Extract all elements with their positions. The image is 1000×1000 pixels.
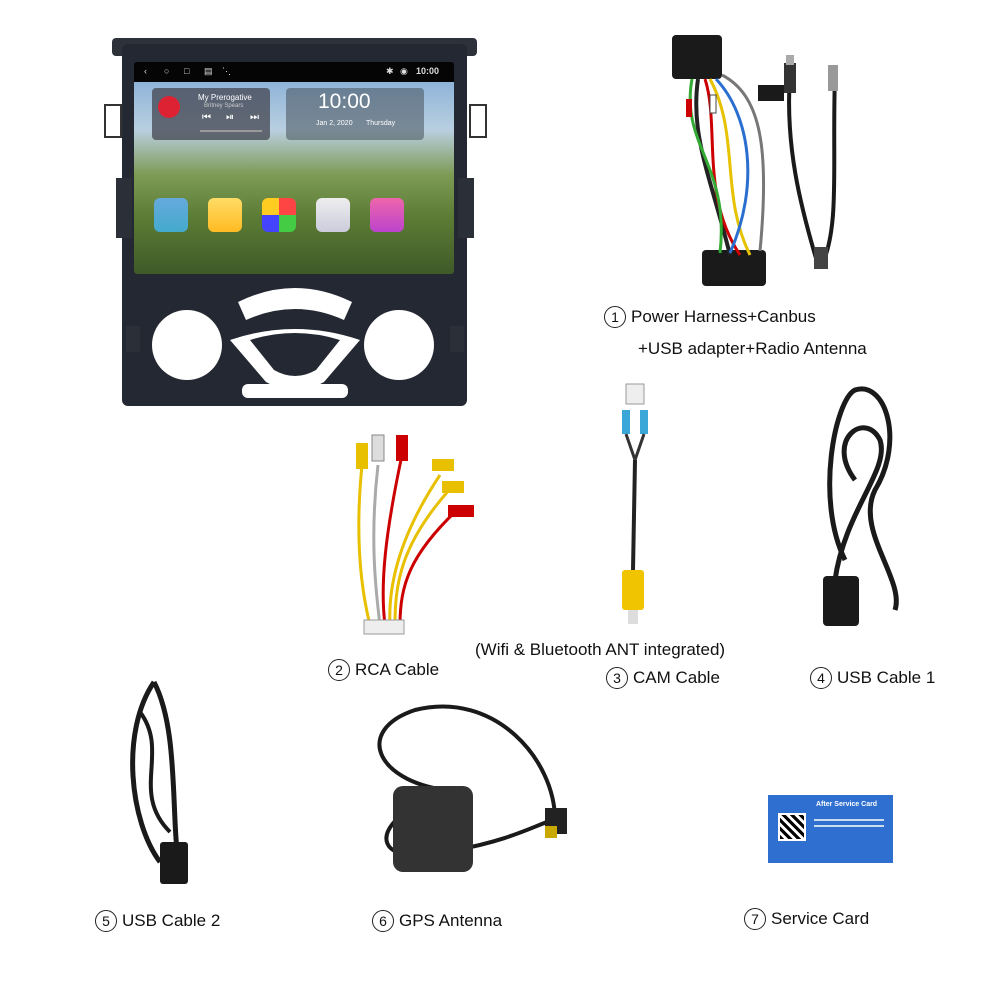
- apps-icon[interactable]: [262, 198, 296, 232]
- item-4-number: 4: [810, 667, 832, 689]
- progress-bar: [200, 130, 262, 132]
- clock-time: 10:00: [318, 90, 371, 113]
- recent-apps-icon: □: [184, 66, 190, 76]
- screen: ‹ ○ □ ▤ ⋱ ✱ ◉ 10:00 My Prerogative Britn…: [134, 62, 454, 274]
- usb-cable-1-image: [823, 386, 899, 626]
- item-5-title: USB Cable 2: [122, 911, 221, 930]
- item-5-number: 5: [95, 910, 117, 932]
- cam-cable-image: [622, 383, 648, 624]
- music-title: My Prerogative: [198, 93, 252, 102]
- album-icon: [158, 96, 180, 118]
- item-4-label: 4 USB Cable 1: [810, 667, 935, 689]
- item-3-number: 3: [606, 667, 628, 689]
- item-4-title: USB Cable 1: [837, 668, 936, 687]
- qr-code-icon: [778, 813, 806, 841]
- clock-date: Jan 2, 2020: [316, 120, 353, 127]
- head-unit-image: ‹ ○ □ ▤ ⋱ ✱ ◉ 10:00 My Prerogative Britn…: [104, 38, 487, 406]
- next-icon[interactable]: ⏭: [250, 112, 259, 123]
- screenshot-icon: ▤: [204, 66, 213, 76]
- music-icon[interactable]: [370, 198, 404, 232]
- status-bar: ‹ ○ □ ▤ ⋱ ✱ ◉ 10:00: [134, 62, 454, 82]
- item-6-label: 6 GPS Antenna: [372, 910, 502, 932]
- item-2-number: 2: [328, 659, 350, 681]
- usb-icon: ⋱: [222, 66, 231, 76]
- item-7-number: 7: [744, 908, 766, 930]
- music-widget[interactable]: My Prerogative Britney Spears ⏮ ⏯ ⏭: [152, 88, 270, 140]
- right-vent: [364, 310, 434, 380]
- clock-day: Thursday: [366, 120, 396, 127]
- back-icon: ‹: [144, 66, 147, 76]
- power-harness-image: [672, 35, 838, 286]
- item-2-title: RCA Cable: [355, 660, 440, 679]
- wallpaper: My Prerogative Britney Spears ⏮ ⏯ ⏭ 10:0…: [134, 82, 454, 274]
- item-7-label: 7 Service Card: [744, 908, 869, 930]
- settings-icon[interactable]: [208, 198, 242, 232]
- left-vent: [152, 310, 222, 380]
- prev-icon[interactable]: ⏮: [202, 112, 211, 123]
- item-1-title: Power Harness+Canbus: [631, 307, 816, 326]
- service-card-image: After Service Card: [768, 795, 893, 863]
- rca-cable-image: [356, 434, 474, 635]
- item-7-title: Service Card: [771, 909, 870, 928]
- wifi-icon: ◉: [400, 66, 408, 76]
- item-1-subtitle: +USB adapter+Radio Antenna: [638, 339, 867, 358]
- item-6-title: GPS Antenna: [399, 911, 503, 930]
- item-1-number: 1: [604, 306, 626, 328]
- status-time: 10:00: [416, 66, 440, 76]
- navigation-icon[interactable]: [154, 198, 188, 232]
- service-card-title: After Service Card: [816, 801, 878, 808]
- clock-widget: 10:00 Jan 2, 2020 Thursday: [286, 88, 424, 140]
- center-v-trim: [230, 288, 360, 398]
- item-1-label: 1 Power Harness+Canbus: [604, 306, 816, 328]
- item-5-label: 5 USB Cable 2: [95, 910, 220, 932]
- home-icon: ○: [164, 66, 170, 76]
- gps-antenna-image: [377, 704, 567, 872]
- bluetooth-icon[interactable]: [316, 198, 350, 232]
- bluetooth-status-icon: ✱: [386, 66, 394, 76]
- play-pause-icon[interactable]: ⏯: [226, 112, 234, 123]
- item-6-number: 6: [372, 910, 394, 932]
- item-3-label: 3 CAM Cable: [606, 667, 720, 689]
- music-artist: Britney Spears: [204, 103, 244, 109]
- usb-cable-2-image: [130, 680, 188, 884]
- item-3-title: CAM Cable: [633, 668, 720, 687]
- item-2-label: 2 RCA Cable: [328, 659, 439, 681]
- item-3-note: (Wifi & Bluetooth ANT integrated): [475, 640, 726, 659]
